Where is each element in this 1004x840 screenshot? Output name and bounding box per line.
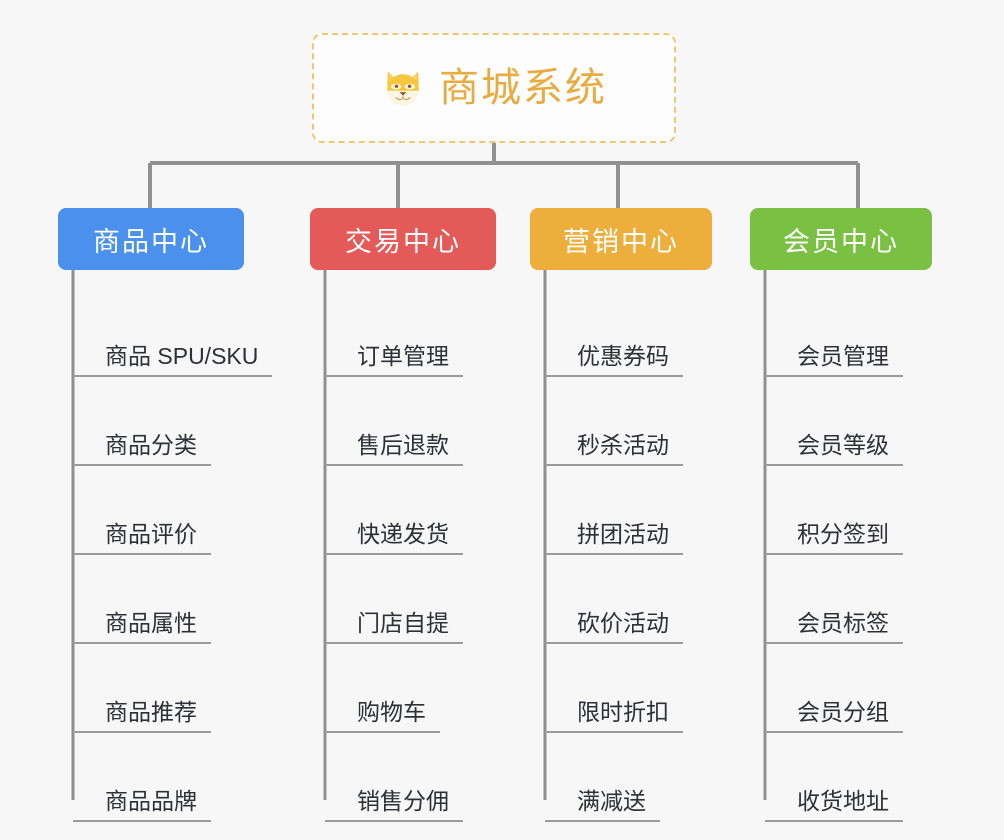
leaf-item[interactable]: 商品推荐 [73, 644, 244, 733]
category-label: 交易中心 [345, 226, 461, 257]
leaf-item[interactable]: 会员分组 [765, 644, 932, 733]
leaf-label: 快递发货 [325, 521, 463, 555]
category-header-2[interactable]: 交易中心 [310, 208, 496, 270]
leaf-label: 优惠券码 [545, 343, 683, 377]
leaf-label: 商品评价 [73, 521, 211, 555]
leaf-item[interactable]: 商品评价 [73, 466, 244, 555]
leaf-label: 会员等级 [765, 432, 903, 466]
leaf-label: 会员标签 [765, 610, 903, 644]
leaf-item[interactable]: 积分签到 [765, 466, 932, 555]
leaf-item[interactable]: 快递发货 [325, 466, 496, 555]
leaf-label: 购物车 [325, 699, 440, 733]
leaf-label: 满减送 [545, 788, 660, 822]
branch-column-3: 营销中心 优惠券码 秒杀活动 拼团活动 砍价活动 限时折扣 满减送 [530, 208, 712, 822]
leaf-label: 会员管理 [765, 343, 903, 377]
leaf-label: 销售分佣 [325, 788, 463, 822]
leaf-label: 商品分类 [73, 432, 211, 466]
leaf-list-1: 商品 SPU/SKU 商品分类 商品评价 商品属性 商品推荐 商品品牌 [58, 288, 273, 822]
leaf-label: 秒杀活动 [545, 432, 683, 466]
leaf-label: 商品推荐 [73, 699, 211, 733]
leaf-label: 会员分组 [765, 699, 903, 733]
leaf-item[interactable]: 售后退款 [325, 377, 496, 466]
leaf-item[interactable]: 满减送 [545, 733, 712, 822]
leaf-label: 门店自提 [325, 610, 463, 644]
category-header-3[interactable]: 营销中心 [530, 208, 712, 270]
leaf-item[interactable]: 收货地址 [765, 733, 932, 822]
branch-column-1: 商品中心 商品 SPU/SKU 商品分类 商品评价 商品属性 商品推荐 商品品牌 [58, 208, 273, 822]
leaf-item[interactable]: 限时折扣 [545, 644, 712, 733]
leaf-item[interactable]: 会员等级 [765, 377, 932, 466]
shiba-dog-face-icon [381, 66, 425, 110]
leaf-list-3: 优惠券码 秒杀活动 拼团活动 砍价活动 限时折扣 满减送 [530, 288, 712, 822]
leaf-label: 订单管理 [325, 343, 463, 377]
leaf-label: 商品品牌 [73, 788, 211, 822]
leaf-list-2: 订单管理 售后退款 快递发货 门店自提 购物车 销售分佣 [310, 288, 496, 822]
leaf-item[interactable]: 销售分佣 [325, 733, 496, 822]
branch-column-4: 会员中心 会员管理 会员等级 积分签到 会员标签 会员分组 收货地址 [750, 208, 932, 822]
leaf-label: 售后退款 [325, 432, 463, 466]
category-label: 商品中心 [93, 226, 209, 257]
leaf-label: 拼团活动 [545, 521, 683, 555]
leaf-label: 收货地址 [765, 788, 903, 822]
leaf-item[interactable]: 商品分类 [73, 377, 244, 466]
root-node[interactable]: 商城系统 [312, 33, 676, 143]
leaf-item[interactable]: 优惠券码 [545, 288, 712, 377]
leaf-item[interactable]: 订单管理 [325, 288, 496, 377]
leaf-item[interactable]: 商品 SPU/SKU [73, 288, 273, 377]
leaf-item[interactable]: 会员管理 [765, 288, 932, 377]
root-title: 商城系统 [439, 66, 607, 110]
leaf-item[interactable]: 拼团活动 [545, 466, 712, 555]
leaf-label: 砍价活动 [545, 610, 683, 644]
category-header-4[interactable]: 会员中心 [750, 208, 932, 270]
leaf-list-4: 会员管理 会员等级 积分签到 会员标签 会员分组 收货地址 [750, 288, 932, 822]
leaf-label: 限时折扣 [545, 699, 683, 733]
category-header-1[interactable]: 商品中心 [58, 208, 244, 270]
leaf-item[interactable]: 门店自提 [325, 555, 496, 644]
leaf-item[interactable]: 砍价活动 [545, 555, 712, 644]
leaf-item[interactable]: 商品属性 [73, 555, 244, 644]
branch-column-2: 交易中心 订单管理 售后退款 快递发货 门店自提 购物车 销售分佣 [310, 208, 496, 822]
leaf-item[interactable]: 商品品牌 [73, 733, 244, 822]
leaf-label: 商品属性 [73, 610, 211, 644]
leaf-item[interactable]: 会员标签 [765, 555, 932, 644]
category-label: 营销中心 [563, 226, 679, 257]
category-label: 会员中心 [783, 226, 899, 257]
leaf-label: 积分签到 [765, 521, 903, 555]
leaf-label: 商品 SPU/SKU [73, 343, 273, 377]
leaf-item[interactable]: 购物车 [325, 644, 496, 733]
leaf-item[interactable]: 秒杀活动 [545, 377, 712, 466]
